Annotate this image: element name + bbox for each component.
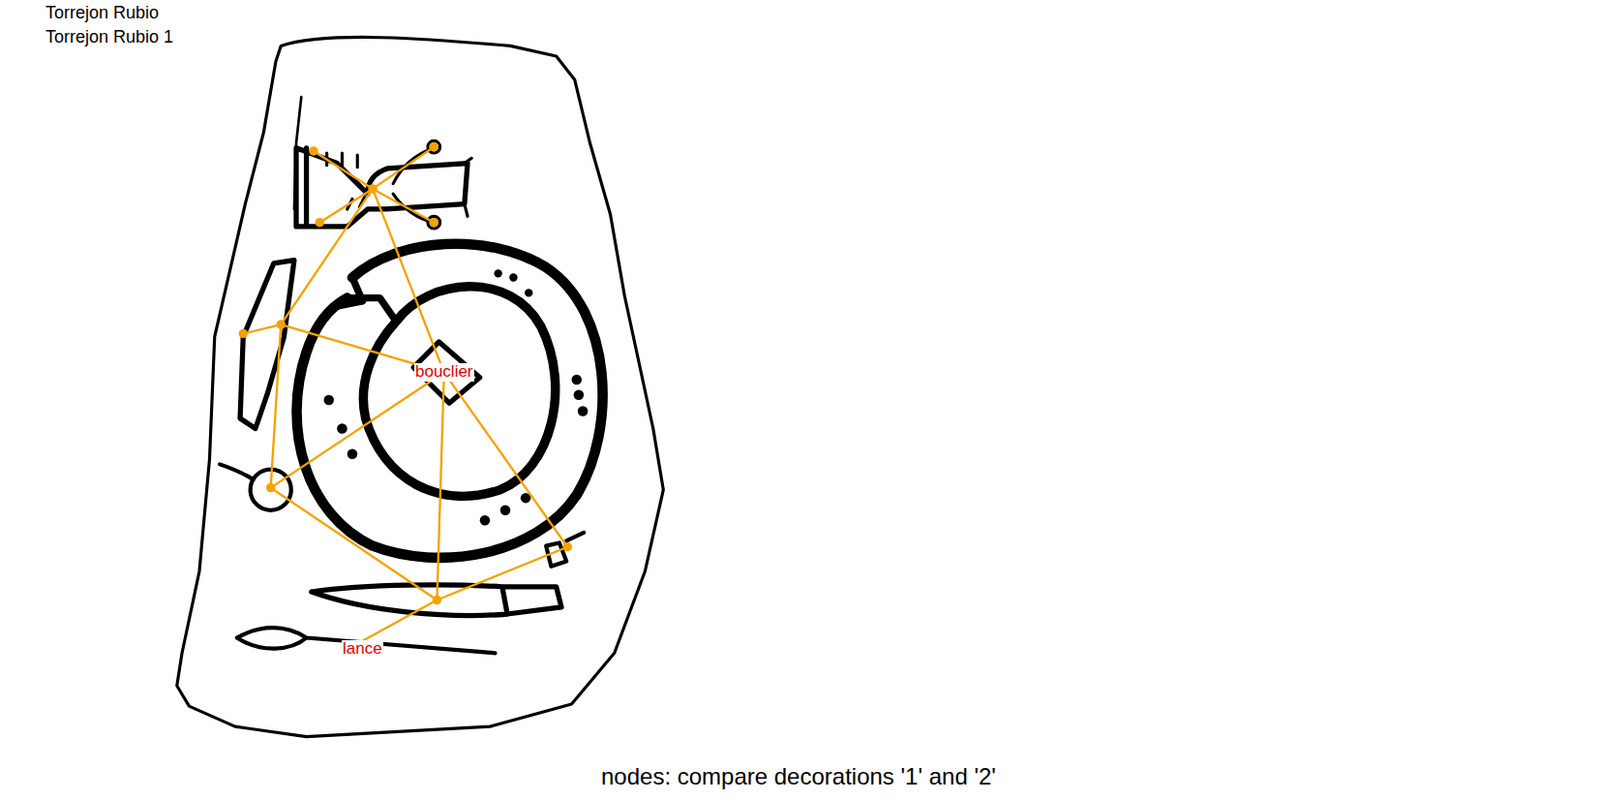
- node-text: lance: [341, 639, 384, 659]
- comb-object: [240, 260, 295, 429]
- title: Torrejon Rubio: [45, 2, 159, 24]
- sword-pommel: [545, 532, 584, 567]
- node-text: bouclier: [414, 362, 475, 382]
- node-label: lance: [341, 639, 384, 659]
- network-lines: [242, 147, 568, 641]
- sub-title: Torrejon Rubio 1: [45, 27, 174, 48]
- shield-inner-ring: [362, 286, 555, 496]
- node-label: bouclier: [414, 362, 475, 382]
- helmet-knob: [427, 215, 441, 229]
- shield-outer-ring: [297, 243, 604, 558]
- stele-outline: [177, 36, 665, 736]
- fibula-handle: [219, 463, 254, 480]
- shield-notch: [336, 277, 396, 322]
- caption: nodes: compare decorations '1' and '2': [601, 762, 997, 790]
- shield-studs: [323, 269, 588, 525]
- shield-boss: [413, 341, 480, 403]
- network-dots: [239, 142, 574, 604]
- helmet-horns: [392, 148, 472, 223]
